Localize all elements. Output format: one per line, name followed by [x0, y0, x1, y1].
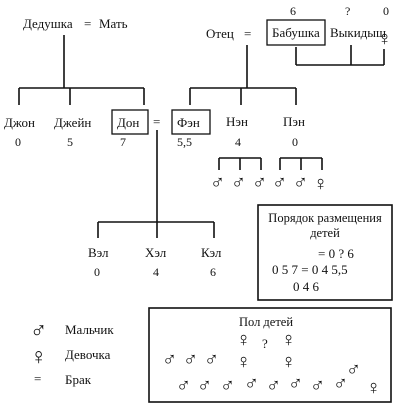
sex-box-mid-male-1-icon: ♂ — [162, 349, 177, 371]
sex-box-top-female-1-icon: ♀ — [236, 329, 251, 351]
sex-box-mid-female-2-icon: ♀ — [281, 351, 296, 373]
father-label: Отец — [206, 26, 234, 41]
marriage-sign-top-right: = — [244, 26, 251, 41]
sex-box: Пол детей ♀ ? ♀ ♂ ♂ ♂ ♀ ♀ ♂ ♂ ♂ ♂ ♂ ♂ ♂ … — [148, 307, 392, 403]
sex-box-bottom-male-9-icon: ♂ — [346, 359, 361, 381]
sex-box-bottom-male-1-icon: ♂ — [176, 375, 191, 397]
child-hal-label: Хэл — [145, 245, 167, 260]
male-icon-nen-child-2: ♂ — [231, 172, 246, 194]
left-family-connector — [18, 35, 145, 105]
child-val-number: 0 — [94, 265, 100, 279]
child-pen-label: Пэн — [283, 114, 305, 129]
right-family-connector — [189, 45, 297, 105]
child-val-label: Вэл — [88, 245, 109, 260]
nen-children-bracket — [218, 157, 262, 170]
child-kal-number: 6 — [210, 265, 216, 279]
male-icon-pen-child-1: ♂ — [272, 172, 287, 194]
don-box — [111, 109, 149, 135]
sex-box-bottom-male-4-icon: ♂ — [244, 373, 259, 395]
order-box: Порядок размещения детей = 0 ? 6 0 5 7 =… — [257, 204, 393, 301]
child-jane-number: 5 — [67, 135, 73, 149]
child-don-number: 7 — [120, 135, 126, 149]
don-fen-children-connector — [97, 130, 215, 238]
sex-box-bottom-male-8-icon: ♂ — [333, 373, 348, 395]
grandmother-label: Бабушка — [272, 25, 320, 40]
legend-female-label: Девочка — [65, 347, 111, 362]
child-pen-number: 0 — [292, 135, 298, 149]
order-box-row3: 0 4 6 — [293, 279, 320, 294]
sex-box-top-female-2-icon: ♀ — [281, 329, 296, 351]
legend-marriage-label: Брак — [65, 372, 92, 387]
female-icon-pen-child-3: ♀ — [313, 173, 328, 195]
sex-box-top-unknown: ? — [262, 336, 268, 351]
child-john-label: Джон — [4, 115, 35, 130]
male-icon-pen-child-2: ♂ — [293, 172, 308, 194]
sex-box-bottom-male-2-icon: ♂ — [197, 375, 212, 397]
sex-box-mid-female-1-icon: ♀ — [236, 351, 251, 373]
grandmother-number: 6 — [290, 4, 296, 18]
order-box-title-line1: Порядок размещения — [268, 211, 382, 225]
order-box-row2: 0 5 7 = 0 4 5,5 — [272, 262, 348, 277]
mother-label: Мать — [99, 16, 128, 31]
child-fen-number: 5,5 — [177, 135, 192, 149]
child-john-number: 0 — [15, 135, 21, 149]
grandfather-label: Дедушка — [23, 16, 73, 31]
child-fen-label: Фэн — [177, 115, 200, 130]
sex-box-bottom-male-3-icon: ♂ — [220, 375, 235, 397]
order-box-row1: = 0 ? 6 — [318, 246, 354, 261]
female-icon-top: ♀ — [377, 28, 392, 50]
grandmother-children-bracket — [295, 45, 385, 66]
miscarriage-number: ? — [345, 4, 350, 18]
legend-marriage-icon: = — [34, 371, 41, 386]
grandmother-box — [266, 19, 326, 46]
fen-box — [171, 109, 211, 135]
order-box-title-line2: детей — [310, 226, 340, 240]
child-hal-number: 4 — [153, 265, 159, 279]
legend-male-icon: ♂ — [30, 318, 47, 343]
sex-box-bottom-male-6-icon: ♂ — [288, 373, 303, 395]
marriage-sign-top-left: = — [84, 16, 91, 31]
child-jane-label: Джейн — [54, 115, 91, 130]
sex-box-bottom-male-5-icon: ♂ — [266, 375, 281, 397]
pen-children-bracket — [279, 157, 323, 170]
male-icon-nen-child-3: ♂ — [252, 172, 267, 194]
sex-box-mid-male-3-icon: ♂ — [204, 349, 219, 371]
sex-box-title: Пол детей — [239, 315, 293, 329]
sex-box-bottom-female-icon: ♀ — [366, 377, 381, 399]
child-nen-label: Нэн — [226, 114, 248, 129]
male-icon-nen-child-1: ♂ — [210, 172, 225, 194]
sex-box-mid-male-2-icon: ♂ — [183, 349, 198, 371]
legend-male-label: Мальчик — [65, 322, 114, 337]
child-don-label: Дон — [117, 115, 139, 130]
marriage-sign-middle: = — [153, 114, 160, 129]
top-girl-number: 0 — [383, 4, 389, 18]
child-kal-label: Кэл — [201, 245, 222, 260]
sex-box-bottom-male-7-icon: ♂ — [310, 375, 325, 397]
legend-female-icon: ♀ — [30, 344, 47, 369]
child-nen-number: 4 — [235, 135, 241, 149]
miscarriage-label: Выкидыш — [330, 25, 386, 40]
